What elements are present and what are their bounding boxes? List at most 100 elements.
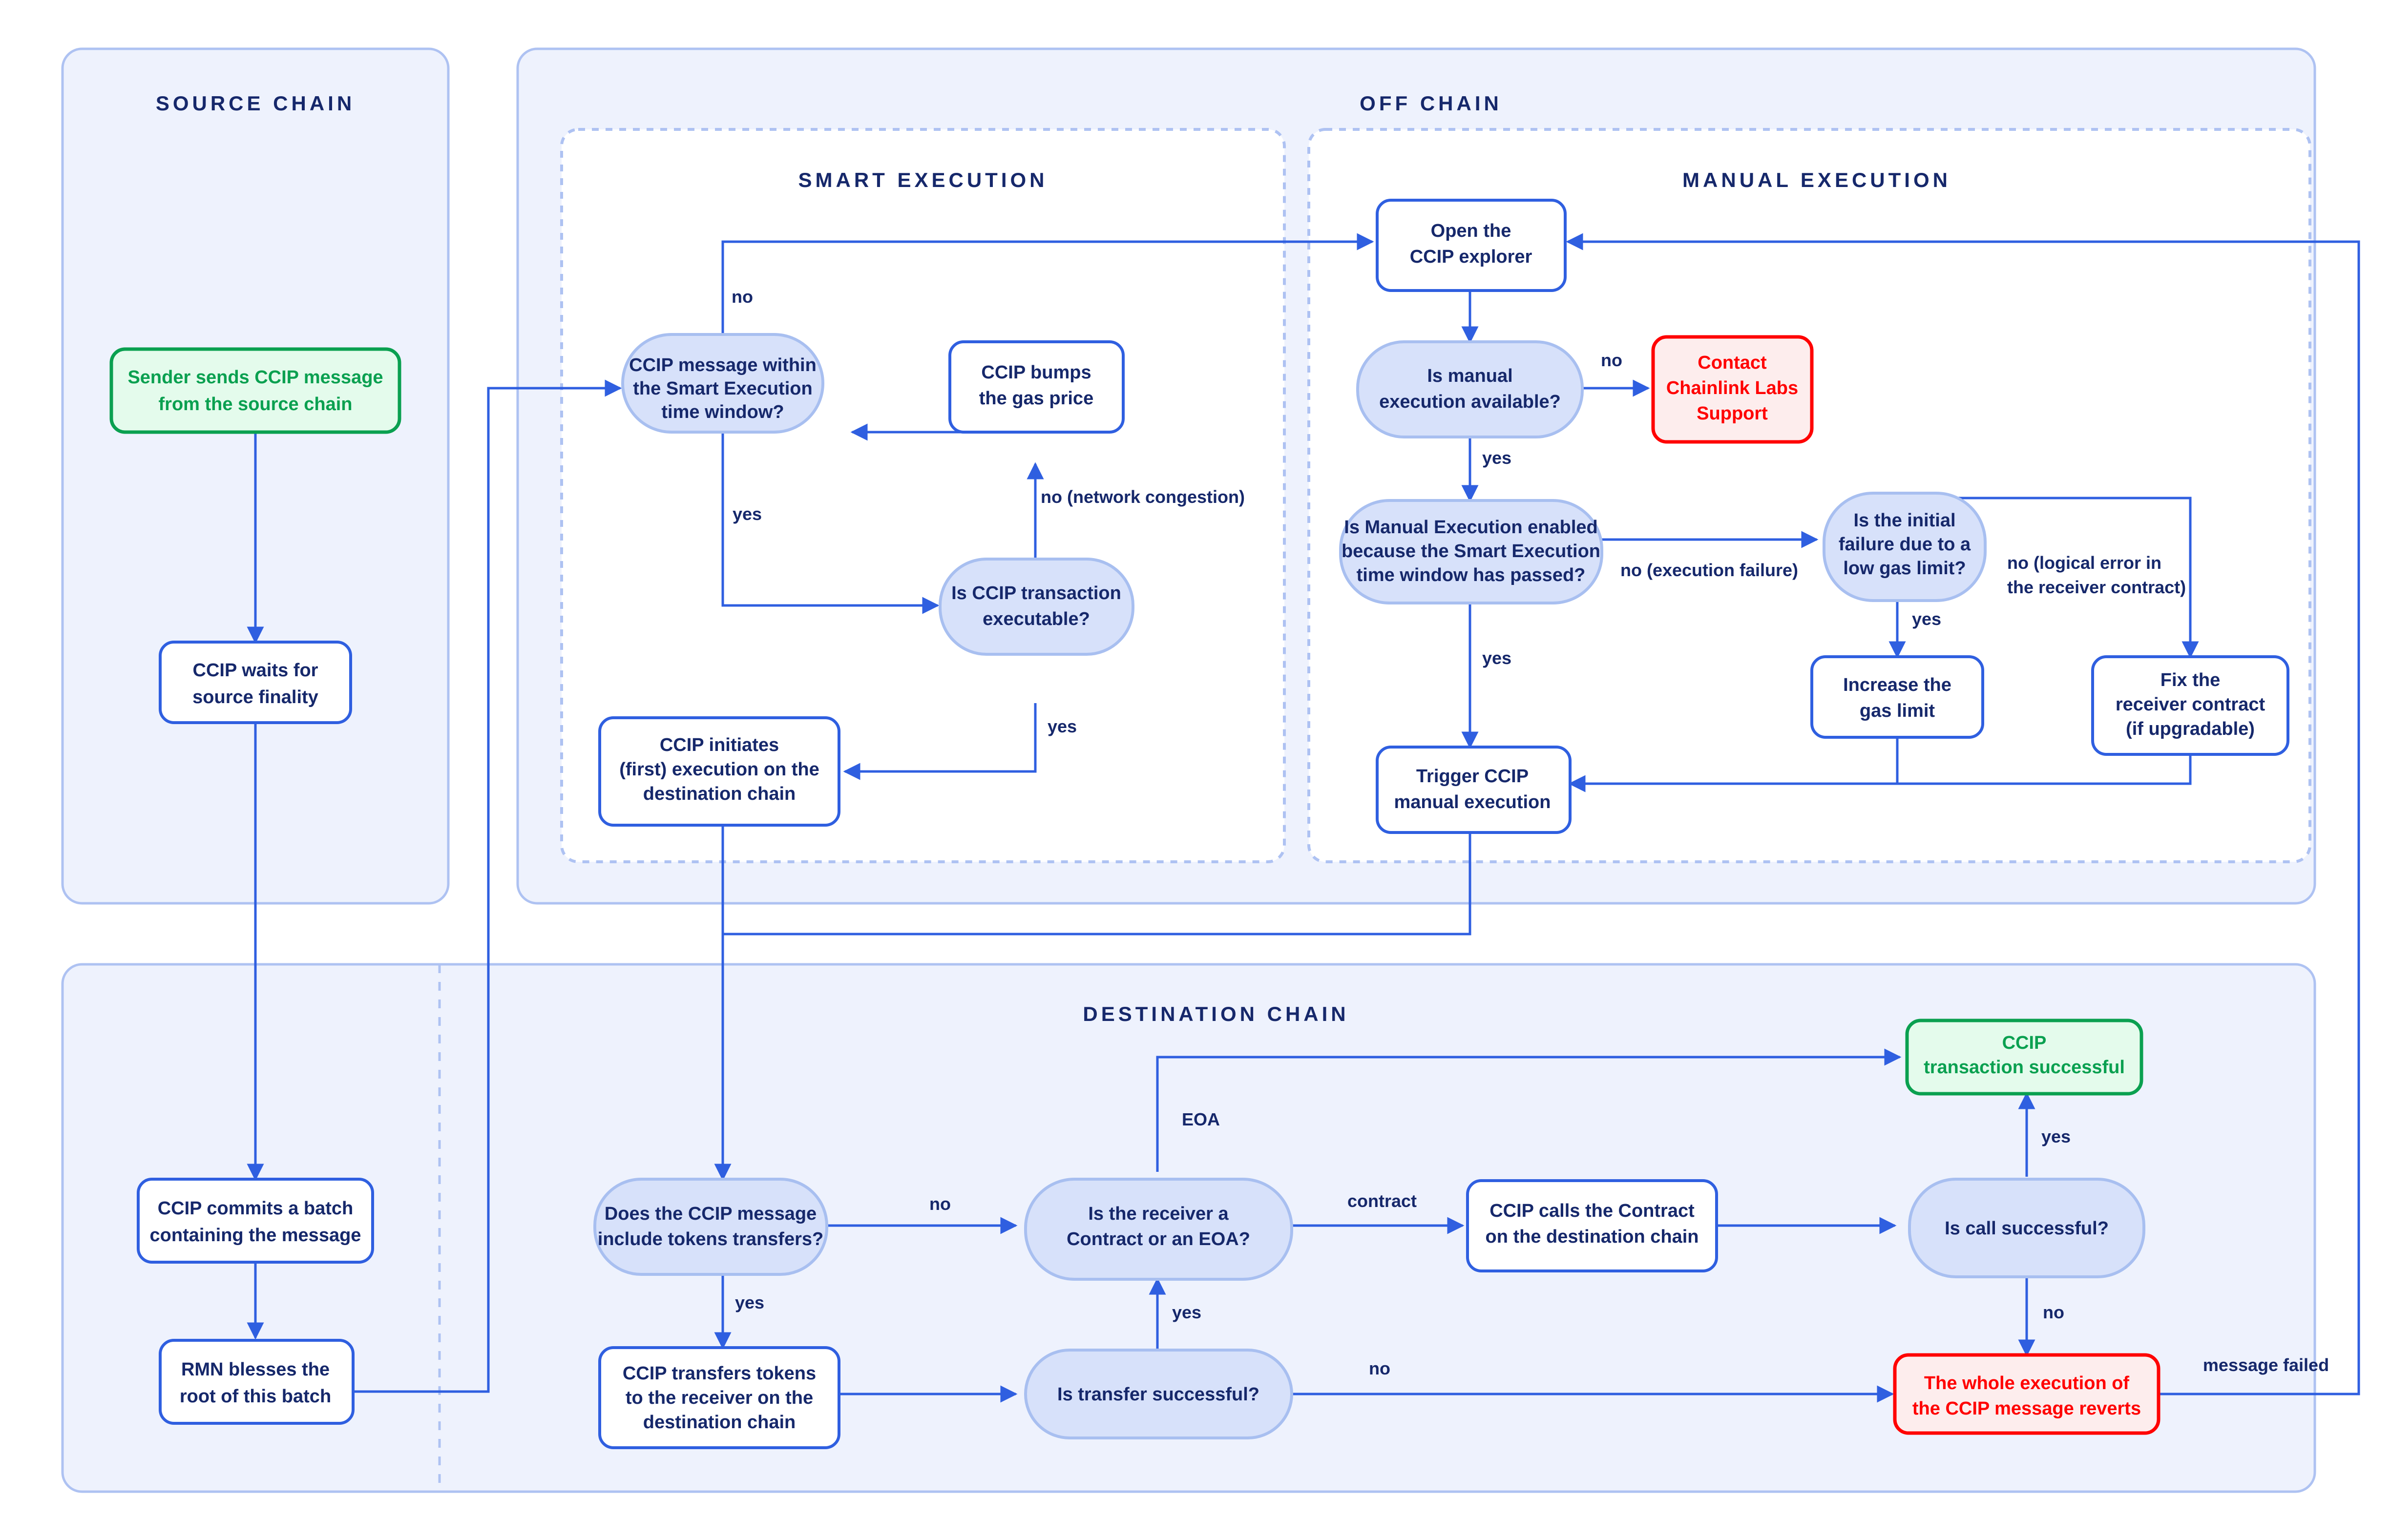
node-label: Is the receiver a (1088, 1204, 1229, 1224)
node-label: the Smart Execution (633, 378, 812, 399)
node-ccip-waits-for-source-finality[interactable]: CCIP waits for source finality (159, 641, 352, 724)
panel-manual-execution-title: MANUAL EXECUTION (1682, 168, 1951, 191)
node-label: Open the (1431, 221, 1511, 241)
node-sender-sends-ccip-message[interactable]: Sender sends CCIP message from the sourc… (109, 347, 401, 434)
node-label: transaction successful (1924, 1057, 2125, 1078)
node-label: include tokens transfers? (598, 1229, 823, 1249)
node-rmn-blesses-the-root[interactable]: RMN blesses the root of this batch (159, 1339, 355, 1425)
node-is-manual-execution-enabled[interactable]: Is Manual Execution enabled because the … (1339, 499, 1603, 604)
edge-label-no-network-congestion: no (network congestion) (1041, 487, 1245, 507)
node-is-manual-execution-available[interactable]: Is manual execution available? (1356, 340, 1584, 438)
node-label: CCIP (2002, 1033, 2047, 1053)
node-label: execution available? (1379, 392, 1561, 412)
edge-executable-yes-initiates (843, 703, 1037, 780)
node-label: CCIP transfers tokens (623, 1363, 816, 1384)
edge-trigger-down-left (723, 786, 1471, 936)
node-label: Trigger CCIP (1416, 766, 1529, 787)
edge-label-low-gas-yes: yes (1912, 609, 1941, 629)
edge-label-manual-available-no: no (1601, 350, 1622, 370)
node-ccip-commits-a-batch[interactable]: CCIP commits a batch containing the mess… (137, 1178, 374, 1264)
node-label: containing the message (150, 1225, 361, 1246)
panel-smart-execution: SMART EXECUTION (560, 128, 1286, 863)
edge-labels: no yes no (network congestion) yes no ye… (732, 287, 2329, 1378)
edge-label-eoa: EOA (1182, 1109, 1220, 1129)
node-is-initial-failure-low-gas-limit[interactable]: Is the initial failure due to a low gas … (1823, 492, 1987, 602)
node-label: Is Manual Execution enabled (1344, 517, 1597, 538)
node-ccip-initiates-first-execution[interactable]: CCIP initiates (first) execution on the … (598, 716, 840, 827)
node-is-receiver-contract-or-eoa[interactable]: Is the receiver a Contract or an EOA? (1024, 1178, 1293, 1281)
node-label: Is manual (1427, 366, 1512, 386)
edge-reverts-to-explorer (1566, 233, 2360, 1395)
node-trigger-ccip-manual-execution[interactable]: Trigger CCIP manual execution (1376, 746, 1572, 834)
edge-label-call-yes: yes (2041, 1126, 2071, 1146)
node-ccip-bumps-the-gas-price[interactable]: CCIP bumps the gas price (948, 340, 1125, 434)
node-label: time window? (661, 402, 784, 422)
edge-label-no-logical-error-2: the receiver contract) (2007, 577, 2186, 597)
node-label: CCIP calls the Contract (1489, 1201, 1695, 1221)
node-label: CCIP waits for (193, 660, 318, 681)
node-label: destination chain (643, 784, 796, 804)
edge-label-window-no: no (732, 287, 753, 307)
edge-label-manual-available-yes: yes (1482, 448, 1511, 468)
edge-label-tokens-yes: yes (735, 1292, 764, 1312)
node-fix-the-receiver-contract[interactable]: Fix the receiver contract (if upgradable… (2091, 655, 2289, 756)
node-ccip-calls-the-contract[interactable]: CCIP calls the Contract on the destinati… (1466, 1179, 1718, 1272)
node-label: failure due to a (1839, 534, 1971, 555)
edge-rmn-to-window (353, 379, 622, 1393)
node-ccip-message-reverts[interactable]: The whole execution of the CCIP message … (1893, 1353, 2160, 1435)
edge-receiver-eoa-success (1156, 1048, 1902, 1172)
node-label: receiver contract (2116, 694, 2265, 715)
node-label: (first) execution on the (619, 759, 819, 780)
node-increase-the-gas-limit[interactable]: Increase the gas limit (1810, 655, 1984, 739)
node-ccip-transaction-successful[interactable]: CCIP transaction successful (1905, 1019, 2143, 1096)
node-is-transfer-successful[interactable]: Is transfer successful? (1024, 1349, 1293, 1439)
panel-destination-chain-title: DESTINATION CHAIN (1083, 1002, 1349, 1025)
node-ccip-message-within-smart-execution-window[interactable]: CCIP message within the Smart Execution … (621, 333, 824, 434)
edge-window-no-explorer (721, 233, 1374, 364)
node-label: Is the initial (1853, 510, 1955, 531)
edge-label-contract: contract (1347, 1191, 1417, 1211)
edge-label-transfer-no: no (1369, 1358, 1390, 1378)
edge-label-transfer-yes: yes (1172, 1302, 1201, 1322)
node-label: source finality (192, 687, 318, 708)
node-label: Support (1697, 403, 1768, 424)
node-label: gas limit (1860, 701, 1935, 721)
node-label: to the receiver on the (626, 1388, 813, 1408)
node-label: the CCIP message reverts (1912, 1398, 2141, 1419)
edge-initialfailure-no-fix (1953, 497, 2199, 659)
edge-label-message-failed: message failed (2203, 1355, 2329, 1375)
node-label: Sender sends CCIP message (127, 367, 383, 388)
node-label: on the destination chain (1485, 1227, 1699, 1247)
node-is-ccip-transaction-executable[interactable]: Is CCIP transaction executable? (939, 558, 1134, 656)
node-label: Is transfer successful? (1057, 1384, 1259, 1405)
node-label: RMN blesses the (181, 1359, 330, 1380)
panel-manual-execution: MANUAL EXECUTION (1307, 128, 2311, 863)
node-label: executable? (983, 609, 1090, 629)
node-open-the-ccip-explorer[interactable]: Open the CCIP explorer (1376, 199, 1567, 292)
node-is-call-successful[interactable]: Is call successful? (1908, 1178, 2145, 1278)
node-label: CCIP initiates (660, 735, 779, 755)
node-label: from the source chain (159, 394, 353, 415)
node-label: The whole execution of (1924, 1373, 2129, 1394)
panel-source-chain-title: SOURCE CHAIN (156, 92, 355, 115)
node-does-message-include-token-transfers[interactable]: Does the CCIP message include tokens tra… (593, 1178, 828, 1276)
edges (247, 233, 2360, 1403)
node-label: CCIP explorer (1410, 247, 1532, 267)
node-label: CCIP commits a batch (158, 1198, 354, 1219)
node-label: root of this batch (180, 1386, 331, 1407)
node-label: Contract or an EOA? (1067, 1229, 1250, 1249)
node-label: destination chain (643, 1412, 796, 1433)
node-label: Is CCIP transaction (951, 583, 1121, 604)
edge-label-call-no: no (2043, 1302, 2064, 1322)
edge-label-manual-enabled-yes: yes (1482, 648, 1511, 668)
node-label: CCIP bumps (981, 362, 1091, 383)
node-label: (if upgradable) (2126, 719, 2255, 739)
node-ccip-transfers-tokens[interactable]: CCIP transfers tokens to the receiver on… (598, 1346, 840, 1449)
node-label: because the Smart Execution (1342, 541, 1600, 562)
edge-label-no-execution-failure: no (execution failure) (1620, 560, 1798, 580)
edge-window-yes-executable (721, 432, 940, 614)
node-label: Fix the (2160, 670, 2220, 690)
node-label: Increase the (1843, 675, 1951, 695)
node-contact-chainlink-labs-support[interactable]: Contact Chainlink Labs Support (1651, 335, 1814, 444)
node-label: low gas limit? (1843, 558, 1966, 579)
